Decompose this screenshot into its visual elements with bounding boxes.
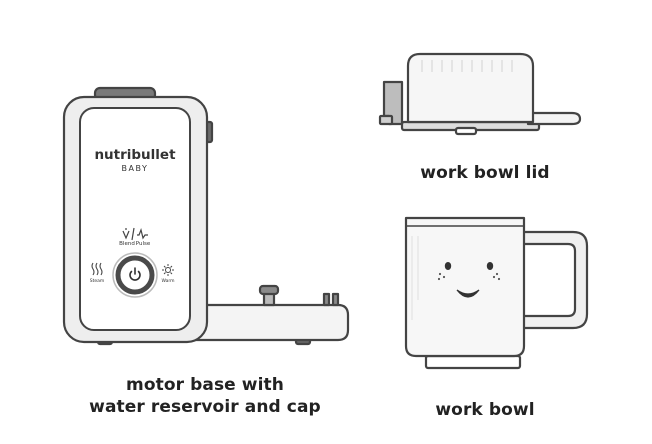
lid-dome <box>406 52 535 124</box>
smile <box>456 289 480 298</box>
bowl-body <box>404 216 526 358</box>
pin-right <box>331 292 340 307</box>
motor-base-caption-line1: motor base with <box>126 375 284 395</box>
warm-icon <box>162 264 174 276</box>
lid-notch <box>454 126 478 136</box>
reservoir-cap <box>258 284 280 296</box>
work-bowl-caption: work bowl <box>435 400 535 420</box>
motor-base-caption: motor base with water reservoir and cap <box>60 374 350 418</box>
motor-base <box>62 86 350 346</box>
pulse-label: Pulse <box>136 241 151 247</box>
motor-base-caption-line2: water reservoir and cap <box>89 397 321 417</box>
bowl-handle <box>521 230 589 330</box>
left-eye <box>444 262 452 270</box>
right-eye <box>486 262 494 270</box>
brand-logo: nutribullet <box>94 147 176 163</box>
work-bowl-lid-caption: work bowl lid <box>420 163 550 183</box>
power-icon <box>129 267 141 281</box>
bowl-shading <box>411 236 419 320</box>
pin-left <box>322 292 331 307</box>
front-panel <box>79 107 191 331</box>
lid-handle-tab <box>526 111 582 126</box>
bowl-foot <box>424 354 522 370</box>
work-bowl <box>404 216 589 370</box>
lid-ribs <box>421 60 513 72</box>
warm-label: Warm <box>161 278 174 284</box>
steam-icon <box>91 262 103 276</box>
bowl-face <box>437 262 501 298</box>
blend-pulse-icon <box>122 227 148 241</box>
work-bowl-lid <box>378 52 582 136</box>
power-dial[interactable] <box>112 252 158 298</box>
blend-label: Blend <box>119 241 135 247</box>
steam-label: Steam <box>90 278 105 284</box>
brand-sub-logo: BABY <box>122 164 149 173</box>
lid-latch-tab <box>378 114 394 126</box>
